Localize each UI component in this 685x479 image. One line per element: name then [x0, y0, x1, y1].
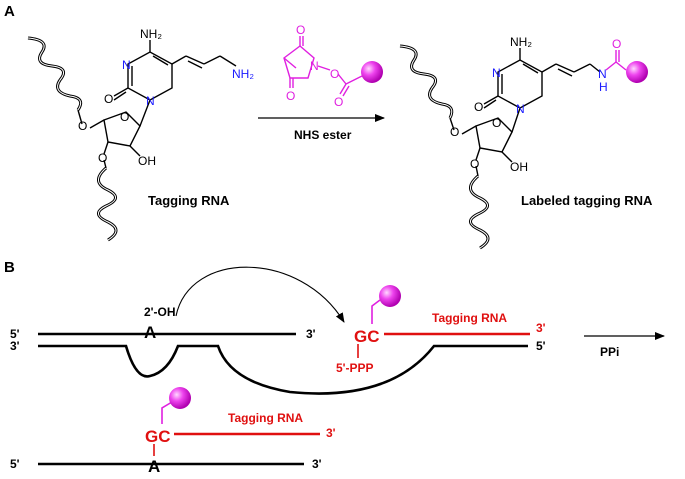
reagent-o-ester: O: [334, 95, 343, 109]
rna-wave-bottom-left: [97, 166, 118, 242]
oh-label: 2'-OH: [144, 305, 176, 319]
right-oh: OH: [510, 160, 528, 174]
reaction-arrow-label: NHS ester: [294, 128, 352, 142]
tagging-3: 3': [536, 321, 546, 335]
right-ring-o: O: [492, 116, 501, 130]
duplex: [38, 332, 528, 395]
right-n-ring1: N: [492, 66, 501, 80]
left-molecule: [27, 36, 237, 242]
right-caption: Labeled tagging RNA: [521, 193, 653, 208]
right-o-5prime: O: [450, 125, 459, 139]
right-carbonyl-o: O: [474, 100, 483, 114]
ppp-label: 5'-PPP: [336, 361, 374, 375]
right-amide-o: O: [612, 37, 621, 51]
tagging-label: Tagging RNA: [432, 311, 507, 325]
bottom-strand-left: [38, 344, 528, 395]
reagent-o-bottom: O: [286, 89, 295, 103]
right-n-ring2: N: [516, 102, 525, 116]
gc-label: GC: [354, 327, 380, 346]
left-carbonyl-o: O: [104, 92, 113, 106]
bottom-strand-3: 3': [10, 339, 20, 353]
label-sphere-product: [626, 61, 648, 83]
left-oh: OH: [138, 154, 156, 168]
left-caption: Tagging RNA: [148, 193, 230, 208]
product-strand-5: 5': [10, 457, 20, 471]
reagent-o-top: O: [296, 23, 305, 37]
rna-wave-bottom-right: [469, 174, 490, 250]
top-strand-5: 5': [10, 327, 20, 341]
reagent-o-link: O: [330, 67, 339, 81]
ppi-label: PPi: [600, 345, 619, 359]
left-nh2-chain: NH₂: [232, 67, 254, 81]
nhs-ester: [283, 36, 363, 97]
rna-wave-top-right: [399, 44, 454, 119]
amide-group: [605, 50, 627, 71]
left-nh2-top: NH₂: [140, 27, 162, 41]
tagging-rna-incoming: [357, 299, 530, 358]
product-gc-label: GC: [145, 427, 171, 446]
right-amide-n: N: [598, 67, 607, 81]
right-amide-h: H: [599, 80, 608, 94]
right-o-3prime: O: [470, 157, 479, 171]
product-a-label: A: [148, 457, 160, 476]
a-label: A: [144, 323, 156, 342]
right-nh2-top: NH₂: [510, 35, 532, 49]
product-tagging-label: Tagging RNA: [228, 411, 303, 425]
attack-arrow: [175, 266, 345, 323]
top-strand-3: 3': [306, 327, 316, 341]
bottom-strand-5: 5': [536, 339, 546, 353]
label-sphere-incoming: [379, 285, 401, 307]
panel-a-label: A: [4, 3, 15, 20]
label-sphere-product-b: [169, 387, 191, 409]
product-strand-3: 3': [312, 457, 322, 471]
product: [38, 401, 320, 466]
label-sphere-reagent: [361, 61, 383, 83]
left-o-3prime: O: [98, 151, 107, 165]
left-n-ring2: N: [146, 94, 155, 108]
panel-b-label: B: [4, 259, 15, 276]
rna-wave-top-left: [27, 36, 83, 111]
right-molecule: [399, 44, 601, 250]
left-n-ring1: N: [122, 58, 131, 72]
left-ring-o: O: [120, 110, 129, 124]
left-o-5prime: O: [78, 119, 87, 133]
product-tagging-3: 3': [326, 426, 336, 440]
reagent-n: N: [310, 59, 319, 73]
